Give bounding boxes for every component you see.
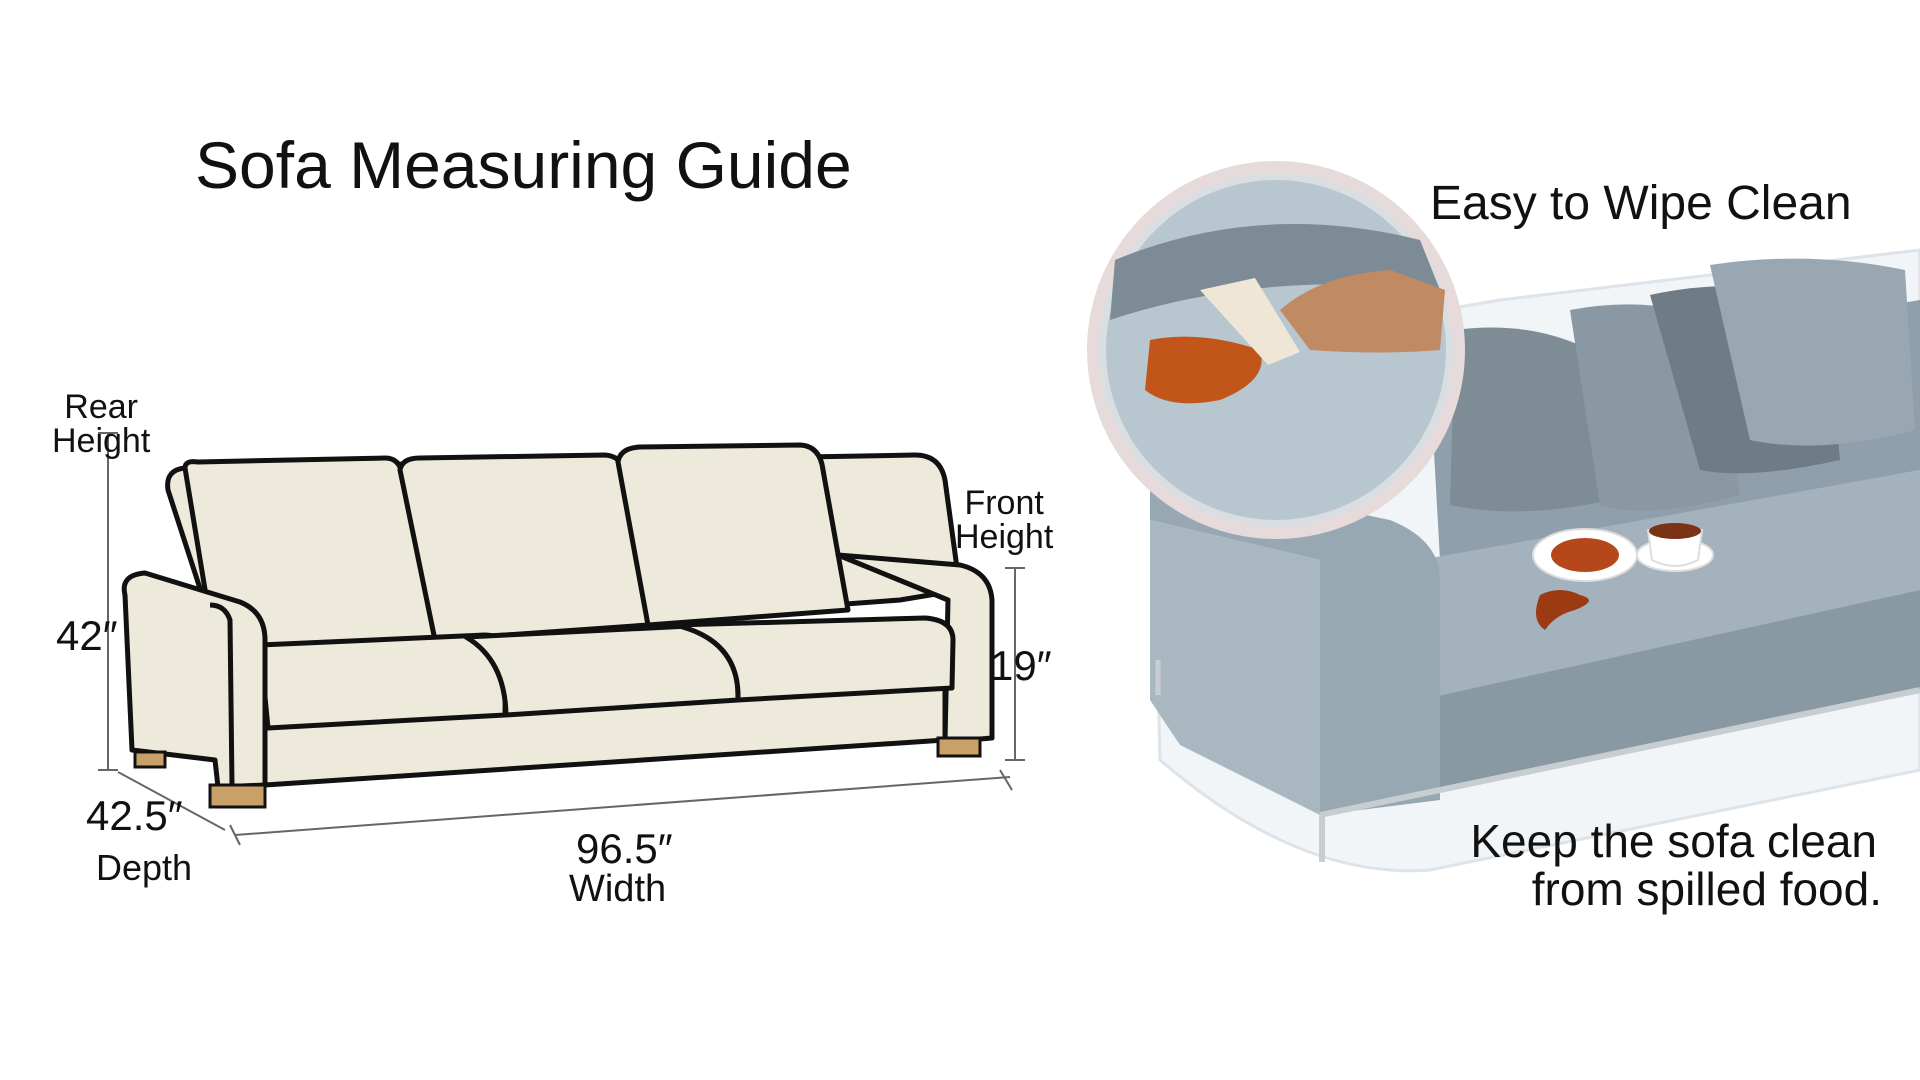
depth-value: 42.5″ xyxy=(86,792,183,839)
depth-label: Depth xyxy=(96,847,193,888)
front-height-value: 19″ xyxy=(990,642,1052,689)
front-left-leg xyxy=(208,783,267,809)
measuring-guide-drawing xyxy=(98,432,1025,846)
back-cushion-middle xyxy=(397,452,651,643)
wipe-clean-photo xyxy=(1087,161,1920,873)
front-height-label: Front Height xyxy=(955,486,1053,554)
steel-frame xyxy=(1319,687,1920,818)
front-height-label-line2: Height xyxy=(955,518,1054,556)
zoom-cushion-edge xyxy=(1110,224,1440,320)
width-label: Width xyxy=(569,868,667,910)
pillow xyxy=(1710,258,1915,446)
seat-cushion-middle xyxy=(463,622,741,718)
cup xyxy=(1646,529,1704,567)
back-left-leg xyxy=(133,750,167,769)
width-value: 96.5″ xyxy=(576,825,673,872)
pillow xyxy=(1450,327,1610,512)
photo-sofa-arm xyxy=(1150,470,1440,815)
hand xyxy=(1280,270,1445,353)
sofa-legs xyxy=(133,736,982,809)
photo-sofa-front xyxy=(1320,590,1920,815)
wipe-clean-title: Easy to Wipe Clean xyxy=(1430,177,1852,230)
rear-height-label-line2: Height xyxy=(52,422,151,460)
tea xyxy=(1649,523,1701,539)
photo-sofa-seat xyxy=(1420,470,1920,700)
front-height-label-line1: Front xyxy=(964,484,1044,522)
cleaning-cloth xyxy=(1200,278,1300,365)
guide-title: Sofa Measuring Guide xyxy=(195,128,852,202)
rear-height-label-line1: Rear xyxy=(64,388,138,426)
width-line xyxy=(234,776,1011,836)
back-cushion-right xyxy=(615,442,851,628)
rear-height-label: Rear Height xyxy=(52,390,150,458)
zoom-stain xyxy=(1145,336,1262,404)
seat-cushion-right xyxy=(672,615,956,703)
spaghetti xyxy=(1551,538,1619,572)
seat-cushion-left xyxy=(257,632,509,731)
photo-sofa-arm-side xyxy=(1150,470,1320,815)
caption-line-1: Keep the sofa clean xyxy=(1470,815,1877,867)
sauce-spill xyxy=(1536,590,1589,630)
depth-line xyxy=(117,771,226,831)
caption-line-2: from spilled food. xyxy=(1531,863,1882,915)
dimension-lines xyxy=(98,432,1025,846)
front-right-leg xyxy=(936,736,982,758)
sofa-shape xyxy=(121,442,995,790)
rear-height-value: 42″ xyxy=(56,612,118,659)
